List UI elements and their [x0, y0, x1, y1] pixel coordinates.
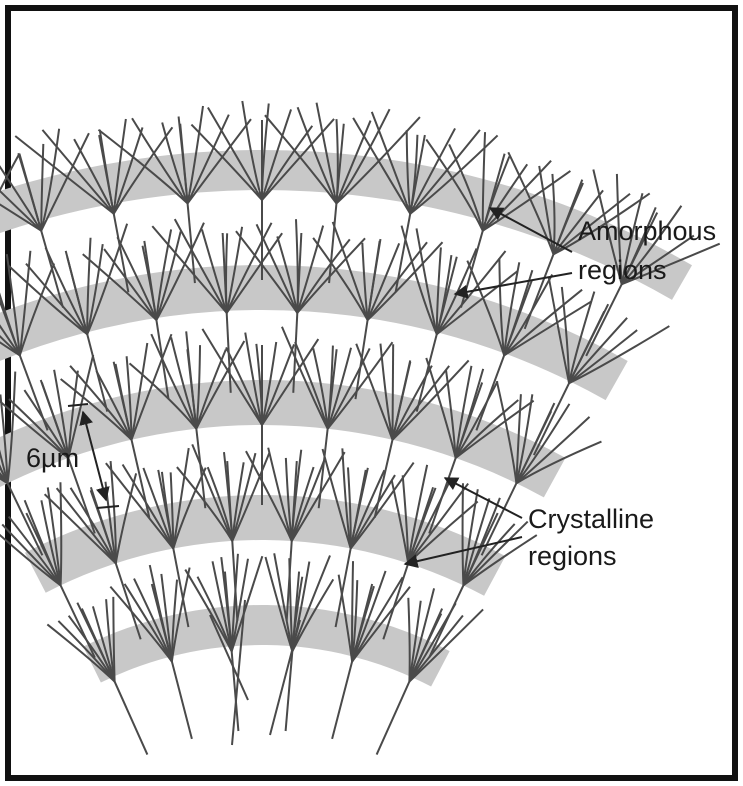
crystalline-label-line1: Crystalline	[528, 504, 654, 534]
amorphous-label-line2: regions	[578, 255, 667, 285]
crystalline-label-line2: regions	[528, 541, 617, 571]
scale-label: 6µm	[26, 443, 79, 473]
amorphous-label-line1: Amorphous	[578, 216, 716, 246]
